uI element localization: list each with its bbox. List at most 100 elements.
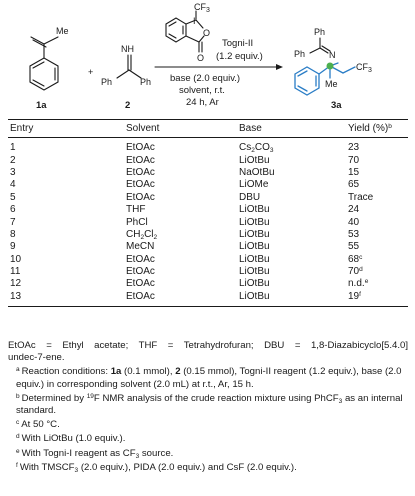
condition-solvent: solvent, r.t. bbox=[179, 85, 225, 96]
methyl-label: Me bbox=[56, 26, 69, 36]
cell-yield: 70 bbox=[348, 154, 360, 166]
cell-yield: 53 bbox=[348, 228, 360, 240]
table-header-rule bbox=[8, 137, 408, 138]
product-nitrogen-label: N bbox=[329, 50, 336, 60]
cell-solvent: PhCl bbox=[126, 216, 148, 228]
cell-base: LiOtBu bbox=[239, 204, 270, 216]
table-row: 3 EtOAc NaOtBu 15 bbox=[8, 167, 408, 179]
cell-entry: 4 bbox=[10, 179, 16, 191]
cell-base: LiOtBu bbox=[239, 154, 270, 166]
cell-solvent: EtOAc bbox=[126, 266, 155, 278]
cell-solvent: EtOAc bbox=[126, 154, 155, 166]
cell-yield: 24 bbox=[348, 204, 360, 216]
table-row: 11 EtOAc LiOtBu 70d bbox=[8, 266, 408, 278]
cell-base: LiOtBu bbox=[239, 266, 270, 278]
cell-entry: 10 bbox=[10, 253, 22, 265]
product-cf3-label: CF3 bbox=[356, 62, 372, 74]
chiral-center-marker bbox=[326, 62, 334, 70]
header-yield: Yield (%)b bbox=[348, 122, 392, 134]
cell-solvent: CH2Cl2 bbox=[126, 228, 158, 241]
product-3a-structure: Ph Ph N Me CF3 bbox=[294, 27, 372, 96]
table-body: 1 EtOAc Cs2CO3 23 2 EtOAc LiOtBu 70 3 Et… bbox=[8, 138, 408, 306]
togni-cf3-label: CF3 bbox=[194, 2, 210, 14]
table-row: 4 EtOAc LiOMe 65 bbox=[8, 179, 408, 191]
cell-solvent: MeCN bbox=[126, 241, 155, 253]
abbreviation-line-1: EtOAc = Ethyl acetate; THF = Tetrahydrof… bbox=[8, 340, 408, 351]
imine-nh-label: NH bbox=[121, 44, 134, 54]
cell-yield: Trace bbox=[348, 191, 374, 203]
reactant-2-structure: NH Ph Ph bbox=[101, 44, 151, 87]
cell-solvent: THF bbox=[126, 204, 146, 216]
cell-entry: 13 bbox=[10, 290, 22, 302]
product-methyl-label: Me bbox=[325, 79, 338, 89]
reaction-scheme: Me 1a + NH Ph Ph 2 CF3 I O O Togni-II (1… bbox=[29, 2, 372, 111]
table-bottom-rule bbox=[8, 306, 408, 308]
cell-solvent: EtOAc bbox=[126, 179, 155, 191]
plus-sign: + bbox=[88, 67, 93, 77]
reactant-1a-structure: Me bbox=[29, 26, 69, 91]
cell-base: LiOtBu bbox=[239, 278, 270, 290]
table-row: 13 EtOAc LiOtBu 19f bbox=[8, 291, 408, 303]
cell-yield: 15 bbox=[348, 166, 360, 178]
condition-time: 24 h, Ar bbox=[186, 97, 219, 108]
cell-base: DBU bbox=[239, 191, 261, 203]
compound-label-3a: 3a bbox=[331, 100, 342, 111]
table-row: 10 EtOAc LiOtBu 68c bbox=[8, 254, 408, 266]
cell-entry: 1 bbox=[10, 142, 16, 154]
arrow-head bbox=[276, 64, 283, 70]
cell-yield: 40 bbox=[348, 216, 360, 228]
cell-yield: 68c bbox=[348, 253, 363, 265]
cell-yield: 19f bbox=[348, 290, 361, 302]
condition-base: base (2.0 equiv.) bbox=[170, 73, 240, 84]
cell-yield: 23 bbox=[348, 142, 360, 154]
cell-base: NaOtBu bbox=[239, 166, 275, 178]
table-top-rule bbox=[8, 119, 408, 120]
table-header-row: Entry Solvent Base Yield (%)b bbox=[8, 120, 408, 137]
cell-yield: 70d bbox=[348, 266, 363, 278]
cell-base: LiOtBu bbox=[239, 228, 270, 240]
table-row: 5 EtOAc DBU Trace bbox=[8, 192, 408, 204]
table-row: 12 EtOAc LiOtBu n.d.e bbox=[8, 278, 408, 290]
cell-entry: 7 bbox=[10, 216, 16, 228]
compound-label-1a: 1a bbox=[36, 100, 47, 111]
cell-entry: 9 bbox=[10, 241, 16, 253]
compound-label-2: 2 bbox=[125, 100, 130, 111]
table-row: 8 CH2Cl2 LiOtBu 53 bbox=[8, 229, 408, 241]
cell-entry: 12 bbox=[10, 278, 22, 290]
product-phenyl-left-label: Ph bbox=[294, 49, 305, 59]
header-entry: Entry bbox=[10, 122, 34, 134]
table-row: 6 THF LiOtBu 24 bbox=[8, 204, 408, 216]
cell-base: LiOtBu bbox=[239, 241, 270, 253]
togni-ring-oxygen-label: O bbox=[203, 28, 210, 38]
cell-entry: 6 bbox=[10, 204, 16, 216]
table-row: 9 MeCN LiOtBu 55 bbox=[8, 241, 408, 253]
phenyl-left-label: Ph bbox=[101, 77, 112, 87]
cell-yield: 65 bbox=[348, 179, 360, 191]
cell-solvent: EtOAc bbox=[126, 290, 155, 302]
cell-entry: 2 bbox=[10, 154, 16, 166]
cell-base: LiOMe bbox=[239, 179, 269, 191]
reagent-amount: (1.2 equiv.) bbox=[216, 51, 263, 62]
cell-solvent: EtOAc bbox=[126, 278, 155, 290]
table-row: 7 PhCl LiOtBu 40 bbox=[8, 216, 408, 228]
phenyl-right-label: Ph bbox=[140, 77, 151, 87]
cell-yield: 55 bbox=[348, 241, 360, 253]
togni-iodine-label: I bbox=[193, 16, 196, 26]
cell-entry: 8 bbox=[10, 228, 16, 240]
cell-base: LiOtBu bbox=[239, 216, 270, 228]
table-row: 2 EtOAc LiOtBu 70 bbox=[8, 154, 408, 166]
cell-solvent: EtOAc bbox=[126, 191, 155, 203]
product-phenyl-top-label: Ph bbox=[314, 27, 325, 37]
cell-yield: n.d.e bbox=[348, 278, 369, 290]
cell-entry: 3 bbox=[10, 166, 16, 178]
abbreviation-line-2: undec-7-ene. bbox=[8, 352, 65, 364]
cell-solvent: EtOAc bbox=[126, 166, 155, 178]
cell-solvent: EtOAc bbox=[126, 253, 155, 265]
cell-base: Cs2CO3 bbox=[239, 142, 274, 155]
